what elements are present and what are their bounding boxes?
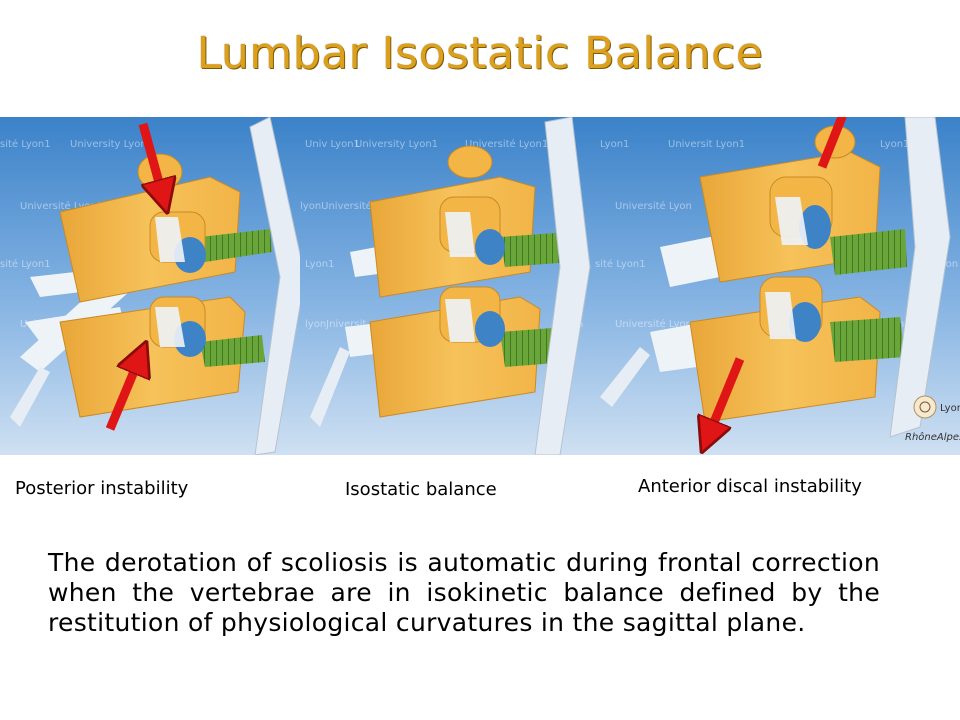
svg-text:lyonJniversit: lyonJniversit: [305, 319, 366, 330]
caption-posterior-instability: Posterior instability: [15, 478, 189, 499]
svg-text:Univ Lyon1: Univ Lyon1: [305, 139, 360, 150]
logo-rhonealpes-text: RhôneAlpes: [905, 431, 960, 443]
svg-text:sité Lyon1: sité Lyon1: [595, 258, 646, 270]
caption-isostatic-balance: Isostatic balance: [345, 479, 497, 500]
svg-text:sité Lyon1: sité Lyon1: [0, 258, 51, 270]
svg-text:Lyon1: Lyon1: [600, 139, 629, 150]
svg-text:Universit Lyon1: Universit Lyon1: [668, 139, 745, 150]
svg-text:Université Lyon1: Université Lyon1: [465, 138, 548, 150]
slide-title: Lumbar Isostatic Balance: [196, 28, 764, 79]
spine-illustration: sité Lyon1 University Lyon1 Université L…: [0, 117, 960, 455]
caption-anterior-instability: Anterior discal instability: [638, 476, 862, 497]
svg-text:University Lyon1: University Lyon1: [70, 139, 153, 150]
svg-text:Université Lyon: Université Lyon: [615, 318, 692, 330]
svg-text:Lyon1: Lyon1: [880, 139, 909, 150]
slide-body-text: The derotation of scoliosis is automatic…: [48, 548, 880, 637]
svg-text:Lyon1: Lyon1: [305, 259, 334, 270]
panel-anterior-instability: Lyon1 Universit Lyon1 Lyon1 Université L…: [595, 117, 960, 455]
svg-text:Université Lyon: Université Lyon: [615, 200, 692, 212]
panel-posterior-instability: sité Lyon1 University Lyon1 Université L…: [0, 117, 300, 455]
svg-text:University Lyon1: University Lyon1: [355, 139, 438, 150]
logo-lyon-text: Lyon 1: [940, 403, 960, 414]
panel-isostatic-balance: Univ Lyon1 University Lyon1 Université L…: [300, 117, 595, 455]
svg-text:sité Lyon1: sité Lyon1: [0, 138, 51, 150]
svg-text:lyonUniversité: lyonUniversité: [300, 200, 372, 212]
svg-text:Lyon: Lyon: [935, 259, 958, 270]
